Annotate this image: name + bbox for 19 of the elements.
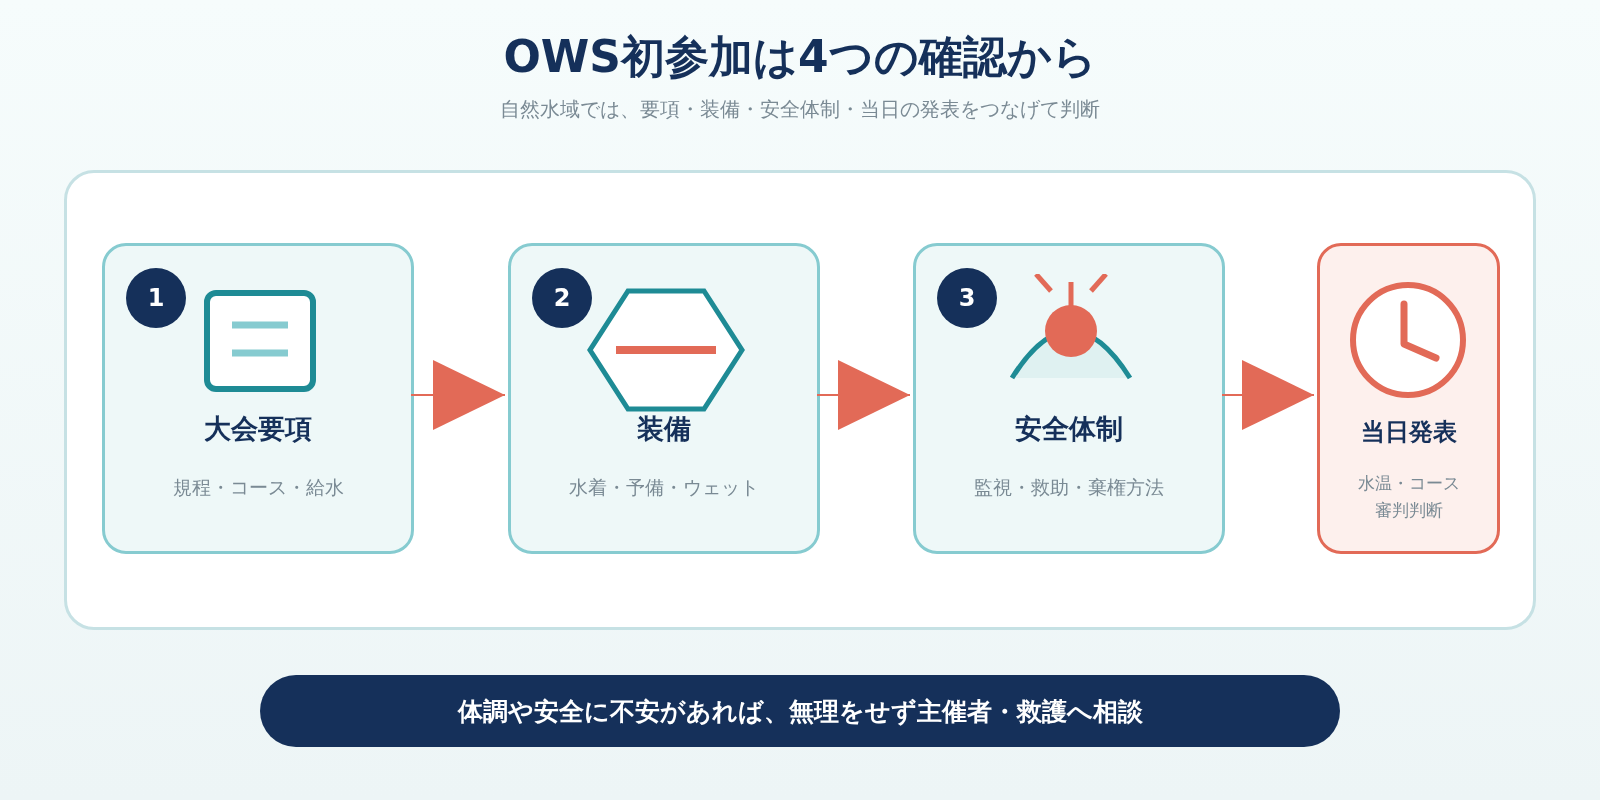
- step-card: [102, 243, 414, 554]
- notice-card: [1317, 243, 1500, 554]
- message-banner: 体調や安全に不安があれば、無理をせず主催者・救護へ相談: [260, 675, 1340, 747]
- step-title: 大会要項: [203, 412, 313, 446]
- subtitle: 自然水域では、要項・装備・安全体制・当日の発表をつなげて判断: [499, 96, 1101, 123]
- title: OWS初参加は4つの確認から: [502, 30, 1098, 84]
- step-detail: 規程・コース・給水: [172, 475, 344, 500]
- step-card: [508, 243, 820, 554]
- number-badge: 1: [126, 268, 186, 328]
- step-title: 安全体制: [1014, 412, 1124, 446]
- step-detail: 監視・救助・棄権方法: [974, 475, 1164, 500]
- number-badge: 2: [532, 268, 592, 328]
- step-title: 当日発表: [1359, 417, 1458, 448]
- number-badge: 3: [937, 268, 997, 328]
- step-card: [913, 243, 1225, 554]
- step-detail: 水温・コース審判判断: [1356, 472, 1461, 523]
- step-detail: 水着・予備・ウェット: [569, 475, 759, 500]
- panel-background: [64, 170, 1536, 630]
- step-title: 装備: [636, 412, 692, 446]
